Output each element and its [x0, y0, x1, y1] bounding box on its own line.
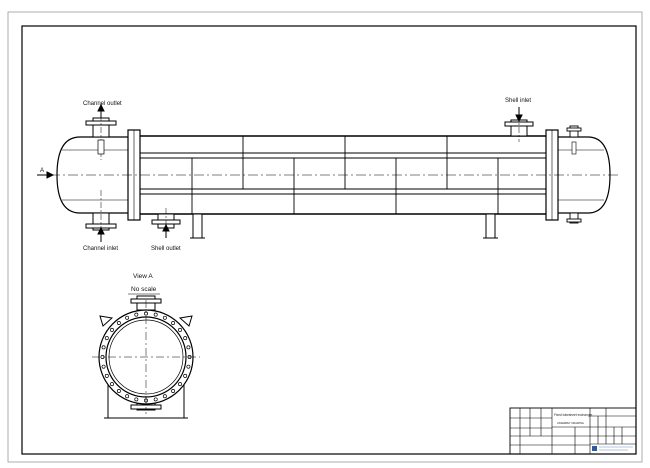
channel-inlet-label: Channel inlet	[83, 246, 118, 252]
bolt-hole	[183, 373, 188, 378]
title-block	[509, 407, 637, 455]
right-channel-head	[558, 136, 611, 214]
bolt-hole	[153, 397, 158, 402]
flange-bolt-holes	[100, 311, 192, 403]
bolt-hole	[178, 327, 182, 332]
right-saddle-support	[483, 213, 498, 239]
view-scale: No scale	[131, 286, 157, 293]
baffles	[191, 136, 499, 214]
bolt-hole	[116, 321, 121, 325]
view-a-end-view	[92, 295, 200, 419]
sheet-outer-frame	[7, 11, 643, 463]
title-block-subtitle: ASSEMBLY DRAWING	[557, 421, 584, 425]
bolt-hole	[187, 355, 192, 359]
flow-arrows	[37, 103, 523, 242]
shell-inlet-label: Shell inlet	[505, 98, 531, 104]
bolt-hole	[186, 345, 191, 350]
vent-nozzle	[566, 125, 582, 155]
bolt-hole	[144, 311, 148, 316]
channel-outlet-nozzle	[85, 115, 117, 160]
bolt-hole	[110, 382, 114, 387]
bolt-hole	[183, 336, 188, 341]
bolt-hole	[125, 394, 130, 399]
bolt-hole	[116, 389, 121, 393]
bolt-hole	[162, 315, 167, 320]
title-block-title: Fixed tubesheet exchanger	[554, 413, 593, 417]
sheet-inner-frame	[21, 25, 637, 455]
bolt-hole	[101, 364, 106, 369]
bolt-hole	[104, 336, 109, 341]
shell-outlet-label: Shell outlet	[151, 246, 181, 252]
bolt-hole	[162, 394, 167, 399]
bolt-hole	[144, 398, 148, 403]
bolt-hole	[153, 312, 158, 317]
shell-inlet-nozzle	[504, 115, 534, 142]
bolt-hole	[178, 382, 182, 387]
company-logo	[592, 446, 597, 451]
bolt-hole	[171, 321, 176, 325]
exchanger-elevation	[37, 103, 618, 242]
bolt-hole	[134, 397, 139, 402]
bolt-hole	[104, 373, 109, 378]
bolt-hole	[134, 312, 139, 317]
view-direction-label: A	[40, 168, 44, 174]
bolt-hole	[125, 315, 130, 320]
view-title: View A	[133, 273, 153, 280]
bolt-hole	[171, 389, 176, 393]
tube-bundle	[140, 152, 546, 195]
bolt-hole	[100, 355, 105, 359]
drain-nozzle	[566, 212, 582, 224]
bolt-hole	[186, 364, 191, 369]
left-saddle-support	[190, 213, 205, 239]
channel-outlet-label: Channel outlet	[83, 101, 122, 107]
bolt-hole	[110, 327, 114, 332]
company-name-lines	[599, 446, 633, 451]
bolt-hole	[101, 345, 106, 350]
